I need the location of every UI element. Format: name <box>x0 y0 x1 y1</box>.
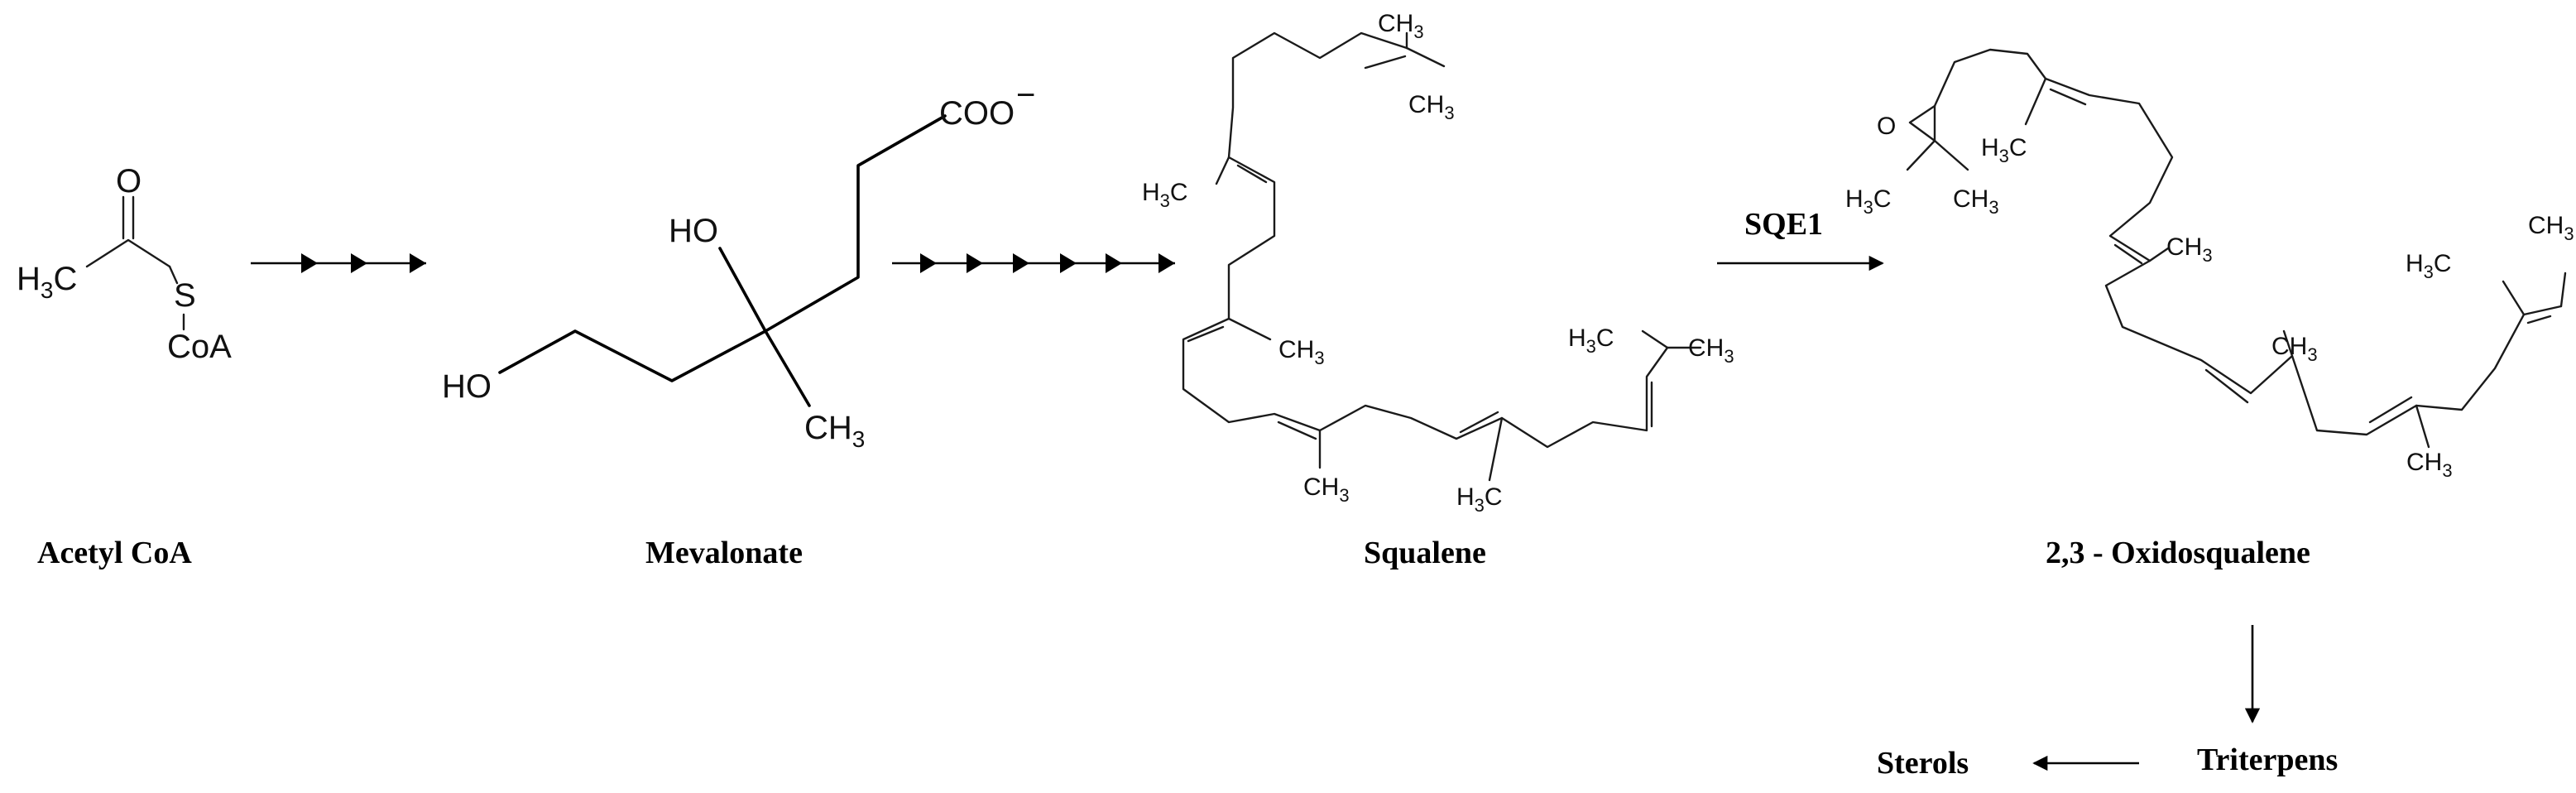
oxidosqualene-structure: O H3C CH3 H3C CH3 CH3 CH3 H3C CH3 <box>1845 48 2574 481</box>
methyl-label: H3C <box>1456 483 1503 516</box>
methyl-label: CH3 <box>1953 185 1999 218</box>
sterols-label: Sterols <box>1877 746 1969 781</box>
methyl-label: CH3 <box>1408 91 1455 123</box>
methyl-label: CH3 <box>1688 334 1734 367</box>
epoxide-oxygen-label: O <box>1877 113 1896 140</box>
triterpens-label: Triterpens <box>2197 743 2338 777</box>
methyl-label: CH3 <box>2528 212 2574 244</box>
mevalonate-label: Mevalonate <box>645 536 803 570</box>
multistep-arrow-1 <box>251 253 426 273</box>
methyl-label: CH3 <box>2406 449 2453 481</box>
squalene-label: Squalene <box>1364 536 1486 570</box>
acetyl-coa-structure: O H3C S CoA <box>17 163 232 365</box>
hydroxyl-tertiary-label: HO <box>669 213 718 249</box>
sqe1-enzyme-label: SQE1 <box>1744 207 1823 242</box>
multistep-arrow-2 <box>892 253 1175 273</box>
methyl-label: CH3 <box>1303 473 1350 506</box>
acetyl-coa-label: Acetyl CoA <box>37 536 192 570</box>
negative-charge-label: − <box>1016 77 1035 113</box>
methyl-label: H3C <box>1568 324 1614 357</box>
methyl-label: CH3 <box>1278 336 1325 368</box>
hydroxyl-primary-label: HO <box>442 368 492 405</box>
sqe1-arrow: SQE1 <box>1717 207 1884 272</box>
squalene-structure: CH3 CH3 H3C CH3 CH3 H3C H3C CH3 <box>1142 10 1734 516</box>
methyl-label: CH3 <box>1378 10 1424 42</box>
methyl-label: CH3 <box>2271 333 2318 365</box>
carboxylate-label: COO <box>939 95 1015 132</box>
methyl-group-label: H3C <box>17 261 77 303</box>
methyl-label: CH3 <box>2166 233 2213 266</box>
methyl-label: H3C <box>1981 134 2027 166</box>
methyl-label: CH3 <box>804 410 865 452</box>
methyl-label: H3C <box>2406 250 2452 282</box>
oxidosqualene-label: 2,3 - Oxidosqualene <box>2046 536 2310 570</box>
methyl-label: H3C <box>1845 185 1892 218</box>
mevalonate-structure: COO − HO HO CH3 <box>442 77 1035 452</box>
oxygen-atom-label: O <box>116 163 142 199</box>
coa-group-label: CoA <box>167 329 232 365</box>
methyl-label: H3C <box>1142 179 1188 211</box>
sulfur-atom-label: S <box>174 277 196 314</box>
